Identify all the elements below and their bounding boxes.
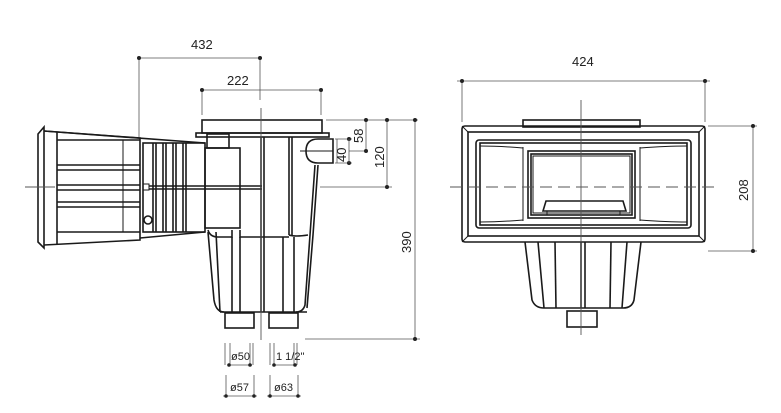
dim-120: 120 bbox=[372, 146, 387, 168]
dim-390: 390 bbox=[399, 231, 414, 253]
screw-icon bbox=[143, 215, 153, 225]
dim-222: 222 bbox=[227, 73, 249, 88]
dim-432: 432 bbox=[191, 37, 213, 52]
dim-208: 208 bbox=[736, 179, 751, 201]
outlet-2 bbox=[268, 312, 299, 329]
lid-rim bbox=[195, 132, 330, 138]
mouth-body bbox=[43, 130, 141, 246]
skimmer-window bbox=[527, 150, 636, 219]
lid bbox=[201, 119, 323, 134]
dim-d57: ø57 bbox=[230, 382, 249, 394]
outer-frame bbox=[461, 125, 706, 243]
dim-d63: ø63 bbox=[274, 382, 293, 394]
mouth-flange bbox=[37, 124, 45, 250]
side-view-dimensions: 432 222 40 58 120 390 bbox=[137, 37, 420, 398]
dim-1-1-2-inch: 1 1/2" bbox=[276, 351, 304, 363]
front-view bbox=[450, 100, 720, 335]
outlet-1 bbox=[224, 312, 255, 329]
bottom-outlet bbox=[566, 310, 598, 328]
dim-d50: ø50 bbox=[231, 351, 250, 363]
front-view-dimensions: 424 208 bbox=[457, 54, 757, 253]
weir-flap bbox=[541, 200, 628, 212]
dim-58: 58 bbox=[351, 129, 366, 143]
side-view bbox=[25, 108, 334, 340]
inlet-pipe bbox=[305, 138, 334, 164]
inner-frame bbox=[475, 139, 692, 229]
dim-424: 424 bbox=[572, 54, 594, 69]
basket-body bbox=[524, 241, 642, 309]
dim-40: 40 bbox=[334, 148, 349, 162]
